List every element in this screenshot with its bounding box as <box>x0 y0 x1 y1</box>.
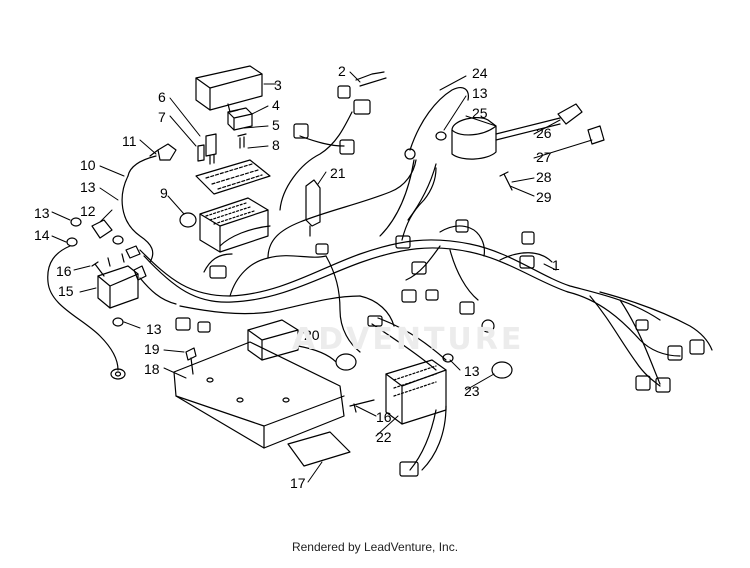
callout-25: 25 <box>472 105 488 121</box>
callout-numbers: 1 2 3 4 5 6 7 8 9 10 11 12 13 13 13 13 1… <box>34 63 560 491</box>
cable-boot <box>91 219 113 239</box>
spark-plug-lead <box>355 71 387 87</box>
starter-solenoid <box>97 253 139 309</box>
watermark: ADVENTURE <box>292 322 525 357</box>
mini-fuse <box>237 133 247 149</box>
callout-12: 12 <box>80 203 96 219</box>
callout-2: 2 <box>338 63 346 79</box>
callout-8: 8 <box>272 137 280 153</box>
callout-27: 27 <box>536 149 552 165</box>
callout-4: 4 <box>272 97 280 113</box>
control-module <box>247 319 299 361</box>
nut <box>112 235 124 245</box>
decal <box>287 431 351 467</box>
callout-1: 1 <box>552 257 560 273</box>
callout-11: 11 <box>122 133 137 149</box>
sensor <box>305 179 321 237</box>
harness-connectors <box>175 85 705 393</box>
fuse-block <box>199 197 269 253</box>
leader-lines <box>51 71 593 483</box>
callout-13b: 13 <box>34 205 50 221</box>
callout-28: 28 <box>536 169 552 185</box>
voltage-regulator <box>385 359 447 425</box>
callout-26: 26 <box>536 125 552 141</box>
wire-tie <box>491 361 513 379</box>
callout-15: 15 <box>58 283 74 299</box>
nut <box>435 131 447 141</box>
plug-boot <box>557 103 583 125</box>
callout-13e: 13 <box>464 363 480 379</box>
callout-23: 23 <box>464 383 480 399</box>
callout-22: 22 <box>376 429 392 445</box>
callout-16a: 16 <box>56 263 72 279</box>
nut <box>70 217 82 227</box>
screw <box>91 261 105 277</box>
in-line-fuse <box>149 143 177 161</box>
fuse-box-cover <box>195 65 263 113</box>
callout-13a: 13 <box>80 179 96 195</box>
callout-6: 6 <box>158 89 166 105</box>
callout-14: 14 <box>34 227 50 243</box>
callout-3: 3 <box>274 77 282 93</box>
battery-cable-10 <box>121 175 154 263</box>
fuse-label-decal <box>195 159 271 195</box>
callout-13c: 13 <box>146 321 162 337</box>
blade-fuses <box>197 133 217 165</box>
callout-24: 24 <box>472 65 488 81</box>
callout-29: 29 <box>536 189 552 205</box>
mounting-plate <box>173 341 345 449</box>
footer-credit: Rendered by LeadVenture, Inc. <box>291 540 459 554</box>
ignition-coil <box>451 117 561 160</box>
callout-21: 21 <box>330 165 346 181</box>
callout-5: 5 <box>272 117 280 133</box>
callout-17: 17 <box>290 475 306 491</box>
relay <box>227 107 253 131</box>
callout-13d: 13 <box>472 85 488 101</box>
nut <box>112 317 124 327</box>
battery-cable-14 <box>47 245 119 371</box>
cable-clip <box>179 212 197 228</box>
main-wire-harness <box>139 159 713 387</box>
boot-cover <box>587 125 605 145</box>
bolt <box>185 347 197 375</box>
callout-10: 10 <box>80 157 96 173</box>
coil-screw <box>499 171 513 191</box>
callout-9: 9 <box>160 185 168 201</box>
callout-20: 20 <box>304 327 320 343</box>
ground-wire <box>409 87 469 151</box>
callout-16b: 16 <box>376 409 392 425</box>
callout-7: 7 <box>158 109 166 125</box>
callout-19: 19 <box>144 341 160 357</box>
callout-18: 18 <box>144 361 160 377</box>
